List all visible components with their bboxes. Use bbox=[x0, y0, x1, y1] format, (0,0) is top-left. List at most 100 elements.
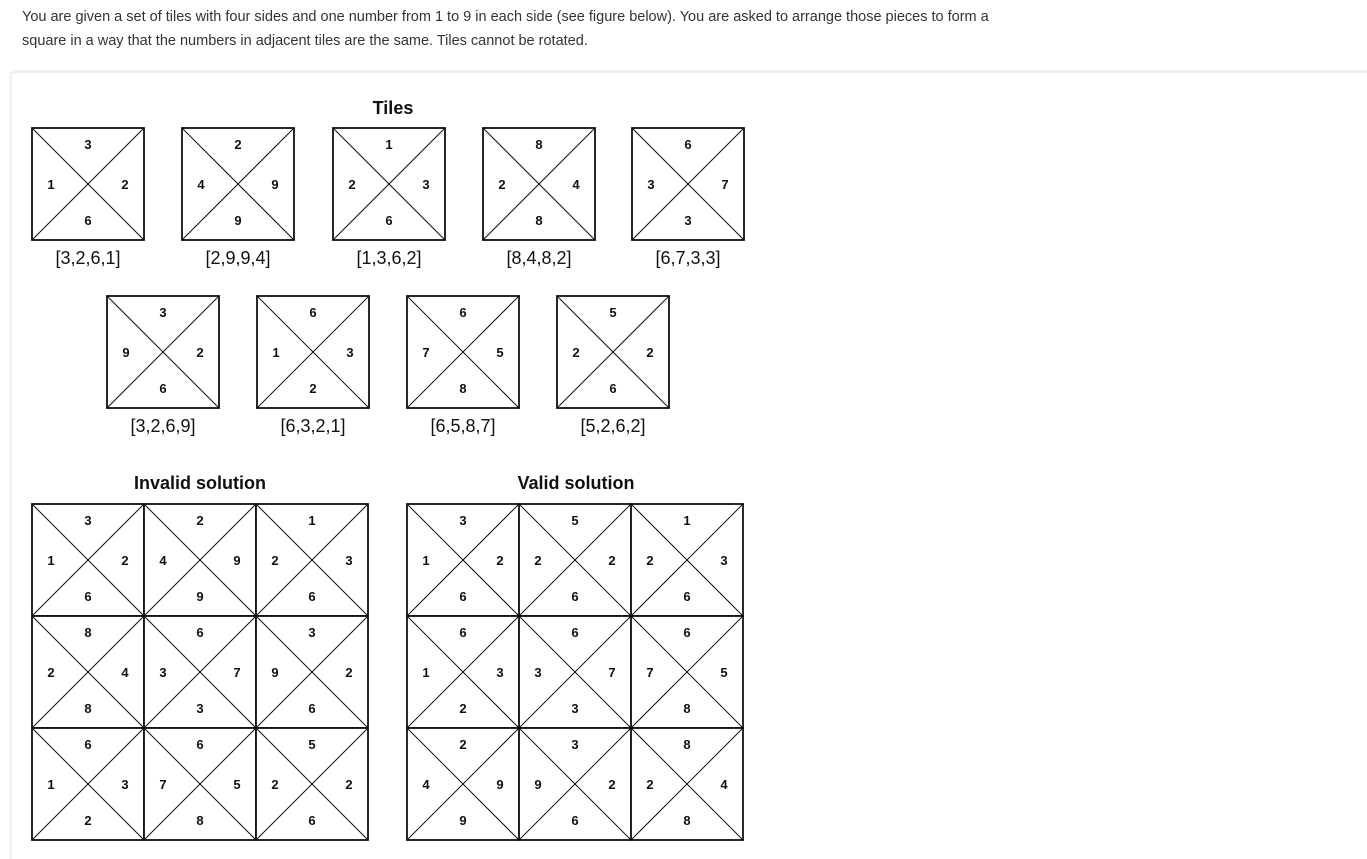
tile-top-number: 8 bbox=[84, 625, 91, 640]
tile-left-number: 1 bbox=[47, 553, 54, 568]
tiles-heading: Tiles bbox=[373, 98, 414, 118]
tile-top-number: 6 bbox=[459, 625, 466, 640]
intro-paragraph: You are given a set of tiles with four s… bbox=[22, 9, 989, 49]
tile-right-number: 7 bbox=[233, 665, 240, 680]
tile-bottom-number: 6 bbox=[385, 213, 392, 228]
tile-top-number: 3 bbox=[84, 137, 91, 152]
tile-diagonal bbox=[31, 615, 145, 729]
tile-top-number: 1 bbox=[308, 513, 315, 528]
tiles-diagram: Tiles Invalid solution Valid solution 32… bbox=[31, 98, 745, 841]
tile-right-number: 5 bbox=[720, 665, 727, 680]
tile-diagonal bbox=[406, 615, 520, 729]
tile-left-number: 2 bbox=[271, 553, 278, 568]
tile-left-number: 2 bbox=[498, 177, 505, 192]
tile-left-number: 3 bbox=[159, 665, 166, 680]
tile-bottom-number: 9 bbox=[234, 213, 241, 228]
tile-right-number: 2 bbox=[196, 345, 203, 360]
tile-bottom-number: 3 bbox=[196, 701, 203, 716]
tile-bottom-number: 8 bbox=[84, 701, 91, 716]
tile-bottom-number: 6 bbox=[84, 213, 91, 228]
tile-top-number: 2 bbox=[234, 137, 241, 152]
tile-diagonal bbox=[143, 615, 257, 729]
tile-bottom-number: 6 bbox=[84, 589, 91, 604]
tile-diagonal bbox=[518, 615, 632, 729]
tile-caption: [6,7,3,3] bbox=[655, 248, 720, 268]
tile-diagonal bbox=[31, 127, 145, 241]
tile-top-number: 3 bbox=[571, 737, 578, 752]
tile-diagonal bbox=[406, 727, 520, 841]
tile-left-number: 1 bbox=[272, 345, 279, 360]
tile-top-number: 1 bbox=[385, 137, 392, 152]
tile-caption: [8,4,8,2] bbox=[506, 248, 571, 268]
tile-bottom-number: 8 bbox=[683, 813, 690, 828]
tile-top-number: 1 bbox=[683, 513, 690, 528]
tile-right-number: 4 bbox=[720, 777, 728, 792]
tile-right-number: 2 bbox=[345, 777, 352, 792]
tile-left-number: 7 bbox=[422, 345, 429, 360]
tile-bottom-number: 2 bbox=[459, 701, 466, 716]
tile-right-number: 5 bbox=[233, 777, 240, 792]
tile-diagonal bbox=[255, 615, 369, 729]
tile: 3 2 6 9 bbox=[518, 727, 632, 841]
tile-bottom-number: 6 bbox=[571, 813, 578, 828]
tile-caption: [5,2,6,2] bbox=[580, 416, 645, 436]
tile-right-number: 9 bbox=[233, 553, 240, 568]
tile-left-number: 9 bbox=[534, 777, 541, 792]
tile-left-number: 2 bbox=[348, 177, 355, 192]
tile-top-number: 3 bbox=[84, 513, 91, 528]
tile-right-number: 3 bbox=[345, 553, 352, 568]
tile-left-number: 7 bbox=[159, 777, 166, 792]
tile-diagonal bbox=[31, 503, 145, 617]
tile-left-number: 2 bbox=[271, 777, 278, 792]
tile-diagonal bbox=[556, 295, 670, 409]
tile-bottom-number: 6 bbox=[459, 589, 466, 604]
tile-top-number: 8 bbox=[535, 137, 542, 152]
tile-right-number: 2 bbox=[345, 665, 352, 680]
tile-right-number: 3 bbox=[346, 345, 353, 360]
tile-right-number: 5 bbox=[496, 345, 503, 360]
tile-bottom-number: 8 bbox=[683, 701, 690, 716]
tile-caption: [3,2,6,9] bbox=[130, 416, 195, 436]
tile-right-number: 2 bbox=[608, 777, 615, 792]
tile-right-number: 3 bbox=[422, 177, 429, 192]
tile-right-number: 3 bbox=[121, 777, 128, 792]
tile-diagonal bbox=[143, 727, 257, 841]
tile-top-number: 6 bbox=[684, 137, 691, 152]
tile-top-number: 2 bbox=[196, 513, 203, 528]
tile-left-number: 2 bbox=[534, 553, 541, 568]
tile-top-number: 3 bbox=[308, 625, 315, 640]
tile-diagonal bbox=[406, 295, 520, 409]
tile-left-number: 2 bbox=[646, 553, 653, 568]
tile-diagonal bbox=[256, 295, 370, 409]
tile-bottom-number: 6 bbox=[159, 381, 166, 396]
tile-diagonal bbox=[31, 727, 145, 841]
tile-bottom-number: 6 bbox=[609, 381, 616, 396]
tile-bottom-number: 9 bbox=[196, 589, 203, 604]
tile-left-number: 9 bbox=[271, 665, 278, 680]
tile-left-number: 4 bbox=[159, 553, 167, 568]
tile-right-number: 2 bbox=[121, 177, 128, 192]
tile-left-number: 2 bbox=[646, 777, 653, 792]
tile-caption: [3,2,6,1] bbox=[55, 248, 120, 268]
tile-diagonal bbox=[255, 727, 369, 841]
tile-bottom-number: 8 bbox=[196, 813, 203, 828]
tile-right-number: 2 bbox=[608, 553, 615, 568]
tile-caption: [2,9,9,4] bbox=[205, 248, 270, 268]
tile-right-number: 2 bbox=[646, 345, 653, 360]
tile-right-number: 7 bbox=[721, 177, 728, 192]
tile-diagonal bbox=[406, 503, 520, 617]
